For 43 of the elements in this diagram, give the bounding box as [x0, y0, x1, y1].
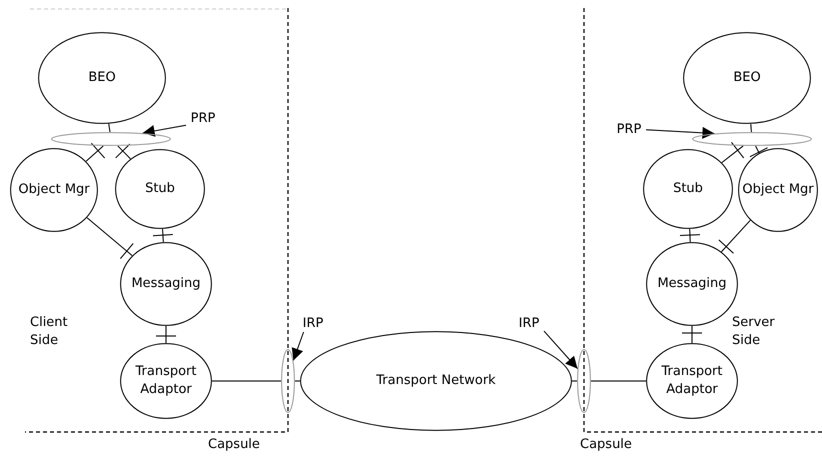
connector-line	[750, 123, 752, 132]
connector-line	[108, 123, 110, 132]
node-label: Stub	[145, 180, 175, 198]
component-ellipse	[683, 32, 811, 124]
node-label: Transport Adaptor	[134, 363, 198, 399]
interface-ellipse	[281, 349, 295, 413]
component-ellipse	[738, 148, 818, 232]
arrow	[292, 332, 304, 361]
connector-line	[212, 380, 282, 382]
component-ellipse	[300, 331, 572, 431]
component-ellipse	[646, 343, 738, 419]
component-ellipse	[120, 242, 212, 326]
node-label: Stub	[673, 180, 703, 198]
component-ellipse	[38, 32, 166, 124]
arrow	[646, 126, 715, 139]
callout-label: PRP	[186, 109, 220, 127]
arrow	[544, 330, 578, 370]
connector-line	[294, 380, 300, 382]
node-label: BEO	[88, 69, 116, 87]
component-ellipse	[643, 149, 733, 229]
interface-ellipse	[692, 132, 812, 146]
interface-ellipse	[577, 349, 591, 413]
callout-label: IRP	[514, 314, 544, 332]
node-label: BEO	[733, 69, 761, 87]
component-ellipse	[10, 148, 98, 232]
side-label: Server Side	[732, 314, 776, 350]
callout-label: IRP	[298, 314, 328, 332]
capsule-label: Capsule	[208, 436, 260, 454]
component-ellipse	[120, 343, 212, 419]
node-label: Messaging	[131, 275, 201, 293]
arrow	[142, 124, 186, 137]
node-label: Object Mgr	[742, 181, 814, 199]
connector-line	[572, 380, 578, 382]
side-label: Client Side	[30, 314, 69, 350]
node-label: Transport Adaptor	[660, 363, 724, 399]
callout-label: PRP	[612, 120, 646, 138]
node-label: Object Mgr	[18, 181, 90, 199]
connector-line	[590, 380, 646, 382]
component-ellipse	[115, 149, 205, 229]
node-label: Transport Network	[376, 372, 496, 390]
node-label: Messaging	[657, 275, 727, 293]
capsule-label: Capsule	[580, 436, 632, 454]
interface-ellipse	[51, 132, 171, 146]
